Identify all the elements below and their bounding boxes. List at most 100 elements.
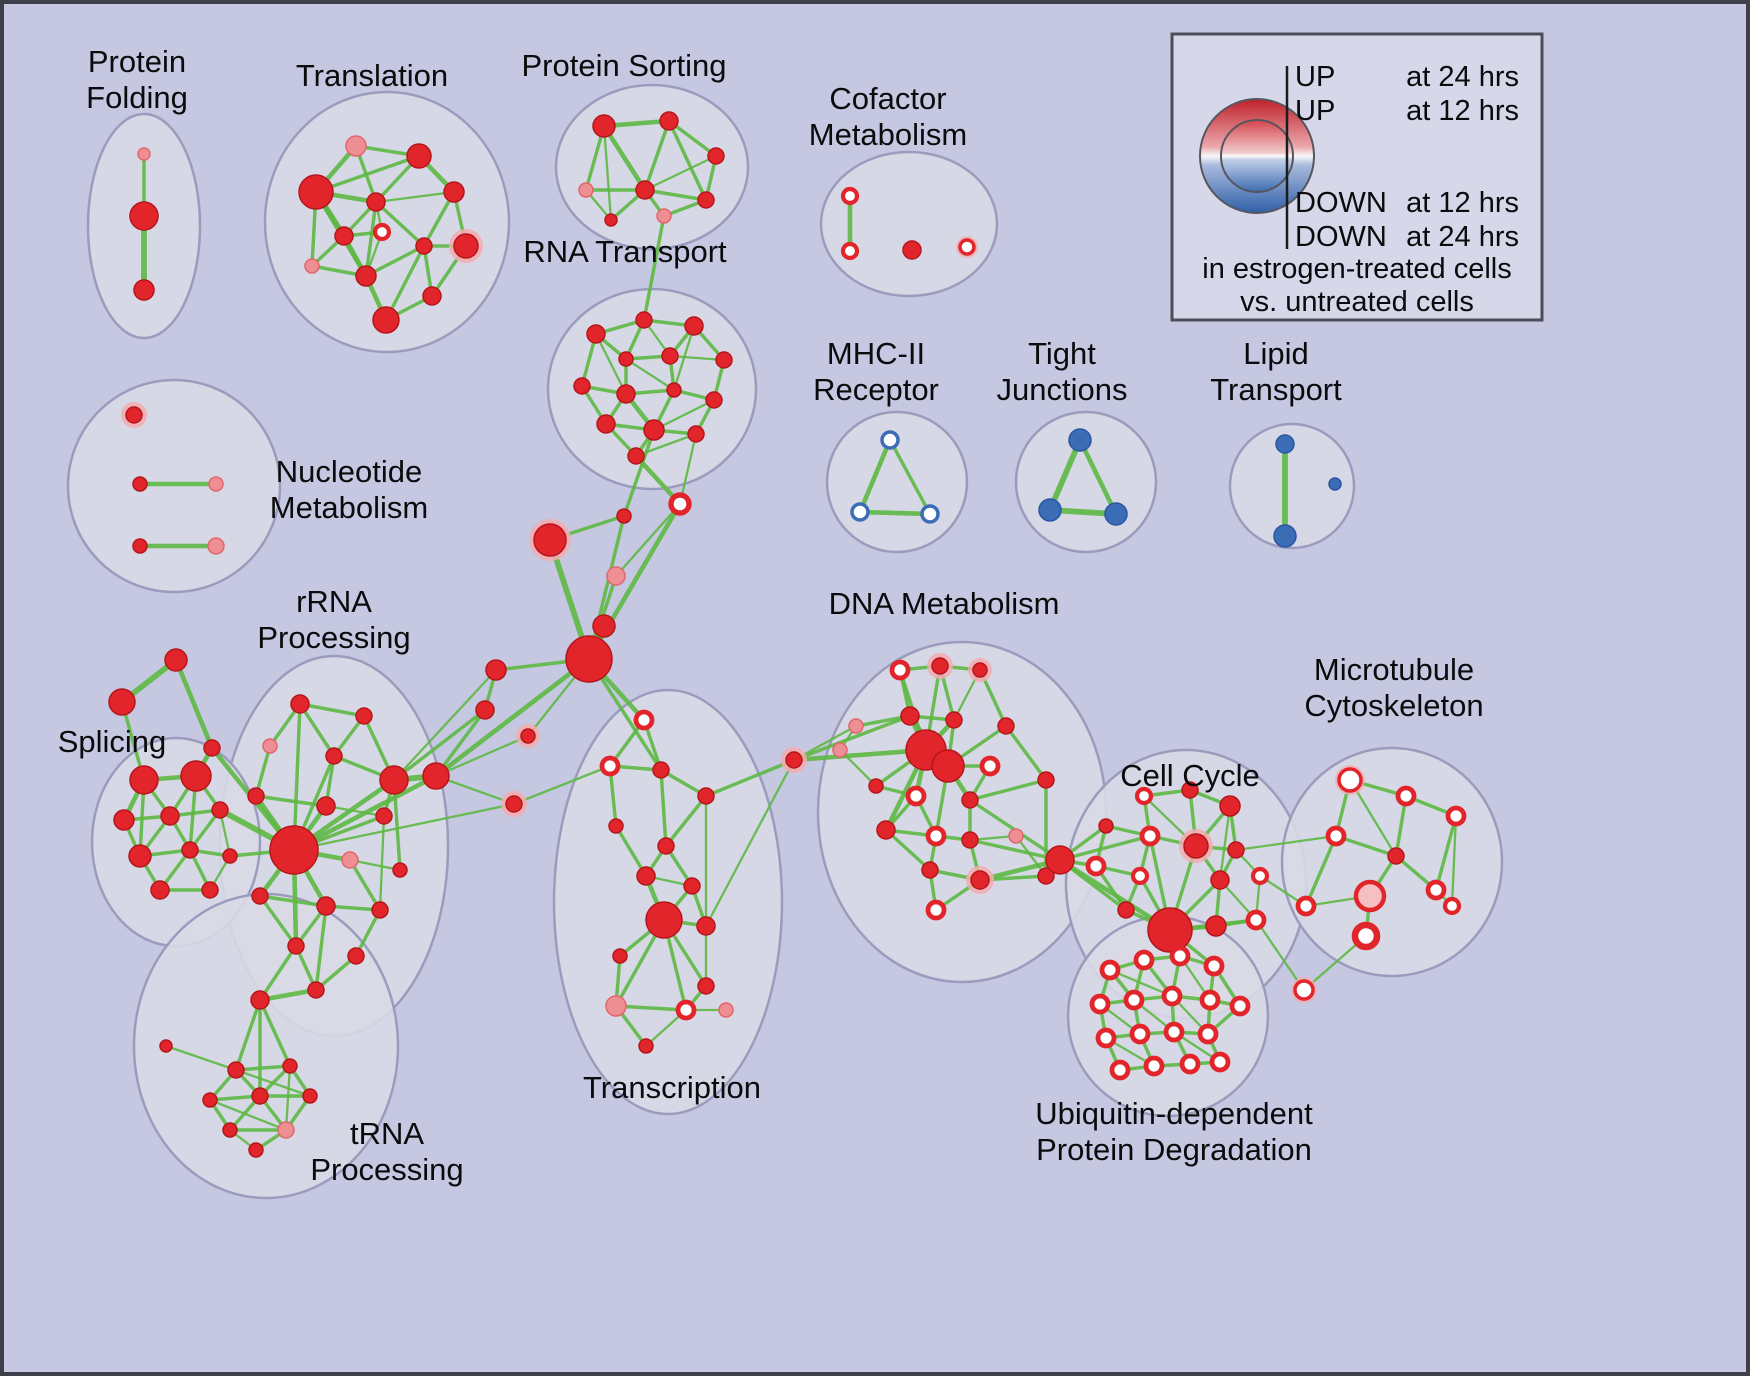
network-node[interactable] — [1129, 1023, 1151, 1045]
network-node[interactable] — [1210, 870, 1230, 890]
network-node[interactable] — [1209, 1051, 1231, 1073]
network-node[interactable] — [961, 831, 979, 849]
network-node[interactable] — [848, 718, 864, 734]
network-node[interactable] — [207, 537, 225, 555]
network-node[interactable] — [341, 851, 359, 869]
network-node[interactable] — [1123, 989, 1145, 1011]
network-node[interactable] — [1133, 949, 1155, 971]
network-node[interactable] — [972, 662, 988, 678]
network-node[interactable] — [1273, 524, 1297, 548]
network-node[interactable] — [697, 787, 715, 805]
network-node[interactable] — [1353, 879, 1387, 913]
network-node[interactable] — [307, 981, 325, 999]
network-node[interactable] — [661, 347, 679, 365]
network-node[interactable] — [347, 947, 365, 965]
network-node[interactable] — [868, 778, 884, 794]
network-node[interactable] — [596, 414, 616, 434]
network-node[interactable] — [485, 659, 507, 681]
network-node[interactable] — [684, 316, 704, 336]
network-node[interactable] — [203, 739, 221, 757]
network-node[interactable] — [604, 213, 618, 227]
network-node[interactable] — [298, 174, 334, 210]
network-node[interactable] — [1161, 985, 1183, 1007]
network-node[interactable] — [129, 201, 159, 231]
network-node[interactable] — [832, 742, 848, 758]
network-node[interactable] — [925, 825, 947, 847]
network-node[interactable] — [108, 688, 136, 716]
network-node[interactable] — [1163, 1021, 1185, 1043]
network-node[interactable] — [1045, 845, 1075, 875]
network-node[interactable] — [1134, 786, 1154, 806]
network-node[interactable] — [159, 1039, 173, 1053]
network-node[interactable] — [718, 1002, 734, 1018]
network-node[interactable] — [627, 447, 645, 465]
network-node[interactable] — [900, 706, 920, 726]
network-node[interactable] — [1169, 945, 1191, 967]
network-node[interactable] — [1179, 1053, 1201, 1075]
network-node[interactable] — [1197, 1023, 1219, 1045]
network-node[interactable] — [633, 709, 655, 731]
network-node[interactable] — [876, 820, 896, 840]
network-node[interactable] — [1099, 959, 1121, 981]
network-node[interactable] — [880, 430, 900, 450]
network-node[interactable] — [1199, 989, 1221, 1011]
network-node[interactable] — [925, 899, 947, 921]
network-node[interactable] — [612, 948, 628, 964]
network-node[interactable] — [1104, 502, 1128, 526]
network-node[interactable] — [1325, 825, 1347, 847]
network-node[interactable] — [616, 384, 636, 404]
network-node[interactable] — [137, 147, 151, 161]
network-node[interactable] — [1085, 855, 1107, 877]
network-node[interactable] — [1117, 901, 1135, 919]
network-node[interactable] — [616, 508, 632, 524]
network-node[interactable] — [132, 538, 148, 554]
network-node[interactable] — [652, 761, 670, 779]
network-node[interactable] — [931, 657, 949, 675]
network-node[interactable] — [961, 791, 979, 809]
network-node[interactable] — [889, 659, 911, 681]
network-node[interactable] — [565, 635, 613, 683]
network-node[interactable] — [586, 324, 606, 344]
network-node[interactable] — [573, 377, 591, 395]
network-node[interactable] — [1181, 781, 1199, 799]
network-node[interactable] — [222, 1122, 238, 1138]
network-node[interactable] — [181, 841, 199, 859]
network-node[interactable] — [113, 809, 135, 831]
network-node[interactable] — [1068, 428, 1092, 452]
network-node[interactable] — [850, 502, 870, 522]
network-node[interactable] — [683, 877, 701, 895]
network-node[interactable] — [406, 143, 432, 169]
network-node[interactable] — [208, 476, 224, 492]
network-node[interactable] — [921, 861, 939, 879]
network-node[interactable] — [222, 848, 238, 864]
network-node[interactable] — [372, 306, 400, 334]
network-node[interactable] — [202, 1092, 218, 1108]
network-node[interactable] — [945, 711, 963, 729]
network-node[interactable] — [392, 862, 408, 878]
network-node[interactable] — [675, 999, 697, 1021]
network-node[interactable] — [1038, 498, 1062, 522]
network-node[interactable] — [282, 1058, 298, 1074]
network-node[interactable] — [505, 795, 523, 813]
network-node[interactable] — [1227, 841, 1245, 859]
network-node[interactable] — [656, 208, 672, 224]
network-node[interactable] — [605, 995, 627, 1017]
network-node[interactable] — [931, 749, 965, 783]
network-node[interactable] — [1229, 995, 1251, 1017]
network-node[interactable] — [705, 391, 723, 409]
network-node[interactable] — [1095, 1027, 1117, 1049]
network-node[interactable] — [1442, 896, 1462, 916]
network-node[interactable] — [415, 237, 433, 255]
network-node[interactable] — [608, 818, 624, 834]
network-node[interactable] — [251, 1087, 269, 1105]
network-node[interactable] — [1250, 866, 1270, 886]
network-node[interactable] — [334, 226, 354, 246]
network-node[interactable] — [1008, 828, 1024, 844]
network-node[interactable] — [905, 785, 927, 807]
network-node[interactable] — [715, 351, 733, 369]
network-node[interactable] — [1425, 879, 1447, 901]
network-node[interactable] — [1203, 955, 1225, 977]
network-node[interactable] — [125, 406, 143, 424]
network-node[interactable] — [250, 990, 270, 1010]
network-node[interactable] — [1139, 825, 1161, 847]
